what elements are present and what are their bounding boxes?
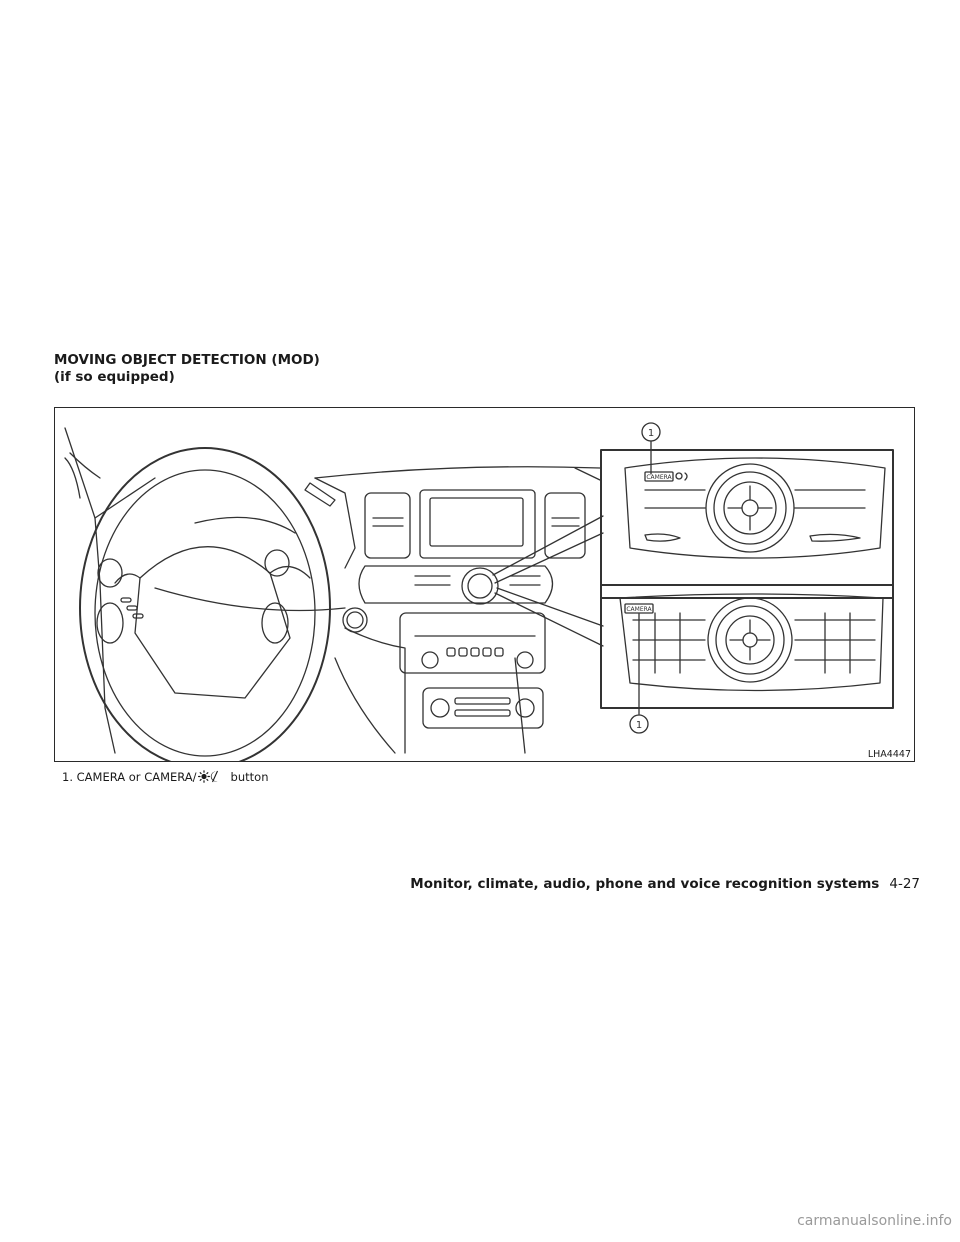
- climate-unit: [422, 687, 544, 729]
- camera-button-bottom-label: CAMERA: [626, 606, 652, 613]
- page-footer: Monitor, climate, audio, phone and voice…: [410, 876, 920, 892]
- footer-section-title: Monitor, climate, audio, phone and voice…: [410, 876, 880, 892]
- sun-moon-icon: [197, 770, 220, 786]
- caption-button-word: button: [230, 770, 269, 784]
- display-screen-bezel: [419, 489, 536, 559]
- caption-number: 1.: [62, 770, 73, 784]
- watermark: carmanualsonline.info: [797, 1213, 952, 1229]
- caption-text: CAMERA or CAMERA/: [76, 770, 197, 784]
- inset-bottom: [600, 584, 894, 709]
- callout-top-number: 1: [648, 428, 654, 439]
- camera-button-top-label: CAMERA: [646, 474, 672, 481]
- steering-wheel-outer: [79, 447, 331, 761]
- left-vent: [364, 492, 411, 559]
- audio-unit: [399, 612, 546, 674]
- steering-wheel-hub: [134, 546, 291, 699]
- display-screen: [429, 497, 524, 547]
- callout-bottom-number: 1: [636, 720, 642, 731]
- figure-caption: 1. CAMERA or CAMERA/ button: [62, 770, 268, 786]
- heading-subtitle: (if so equipped): [54, 369, 175, 385]
- figure-code: LHA4447: [867, 749, 911, 760]
- page-number: 4-27: [889, 876, 920, 892]
- section-heading: MOVING OBJECT DETECTION (MOD) (if so equ…: [54, 352, 320, 386]
- dashboard-illustration: 1 CAMERA CAMERA 1 LHA4447: [54, 407, 915, 762]
- heading-title: MOVING OBJECT DETECTION (MOD): [54, 352, 320, 368]
- dashboard-drawing: 1 CAMERA CAMERA 1: [64, 422, 894, 761]
- camera-button-top: [644, 471, 674, 482]
- camera-button-bottom: [624, 603, 654, 614]
- center-knob: [461, 567, 499, 605]
- start-button: [342, 607, 368, 633]
